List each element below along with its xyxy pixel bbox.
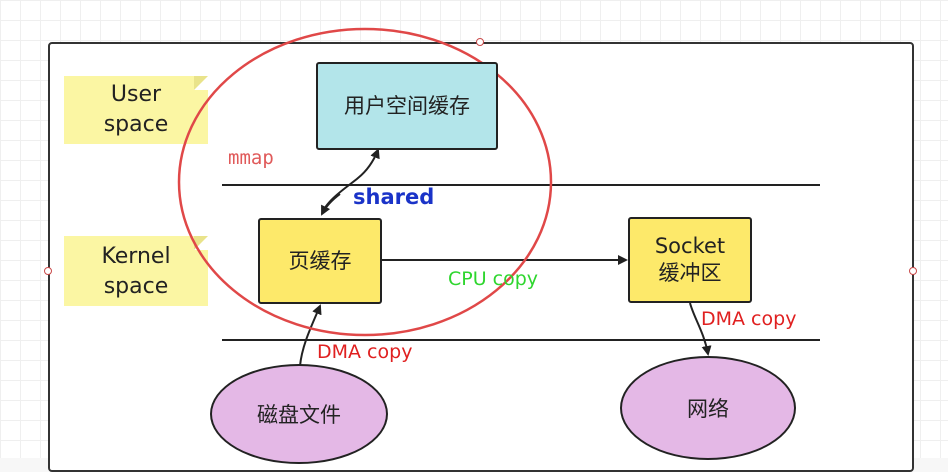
connector-layer: [177, 27, 820, 367]
kernel-space-note-line2: space: [103, 274, 169, 299]
socket-buffer-label-line2: 缓冲区: [658, 261, 722, 285]
right-resize-handle[interactable]: [909, 267, 917, 275]
disk-file-label: 磁盘文件: [257, 403, 341, 427]
left-resize-handle[interactable]: [44, 267, 52, 275]
user-space-note-line1: User: [110, 82, 162, 107]
network-node[interactable]: 网络: [620, 356, 796, 460]
page-cache-label: 页缓存: [288, 248, 352, 273]
shared-label: shared: [353, 185, 435, 209]
network-label: 网络: [687, 397, 729, 421]
cpu-copy-label: CPU copy: [448, 268, 539, 290]
user-space-buffer-box[interactable]: 用户空间缓存: [316, 62, 498, 150]
kernel-space-note[interactable]: Kernel space: [64, 236, 208, 306]
disk-to-page-cache-arrow: [299, 304, 322, 367]
dma-copy-right-label: DMA copy: [701, 308, 797, 330]
page-cache-box[interactable]: 页缓存: [258, 218, 382, 304]
mmap-highlight-circle: [177, 27, 553, 337]
kernel-space-note-line1: Kernel: [101, 244, 171, 269]
dma-copy-left-label: DMA copy: [317, 341, 413, 363]
top-resize-handle[interactable]: [476, 38, 484, 46]
mmap-label: mmap: [228, 147, 274, 169]
shared-mapping-arrow-back: [321, 193, 341, 216]
user-space-buffer-label: 用户空间缓存: [344, 93, 470, 118]
socket-buffer-label-line1: Socket: [654, 234, 726, 258]
disk-file-node[interactable]: 磁盘文件: [210, 364, 388, 464]
socket-to-network-arrow: [689, 302, 712, 356]
socket-buffer-box[interactable]: Socket 缓冲区: [628, 217, 752, 303]
user-space-note-line2: space: [103, 112, 169, 137]
user-space-note[interactable]: User space: [64, 76, 208, 144]
